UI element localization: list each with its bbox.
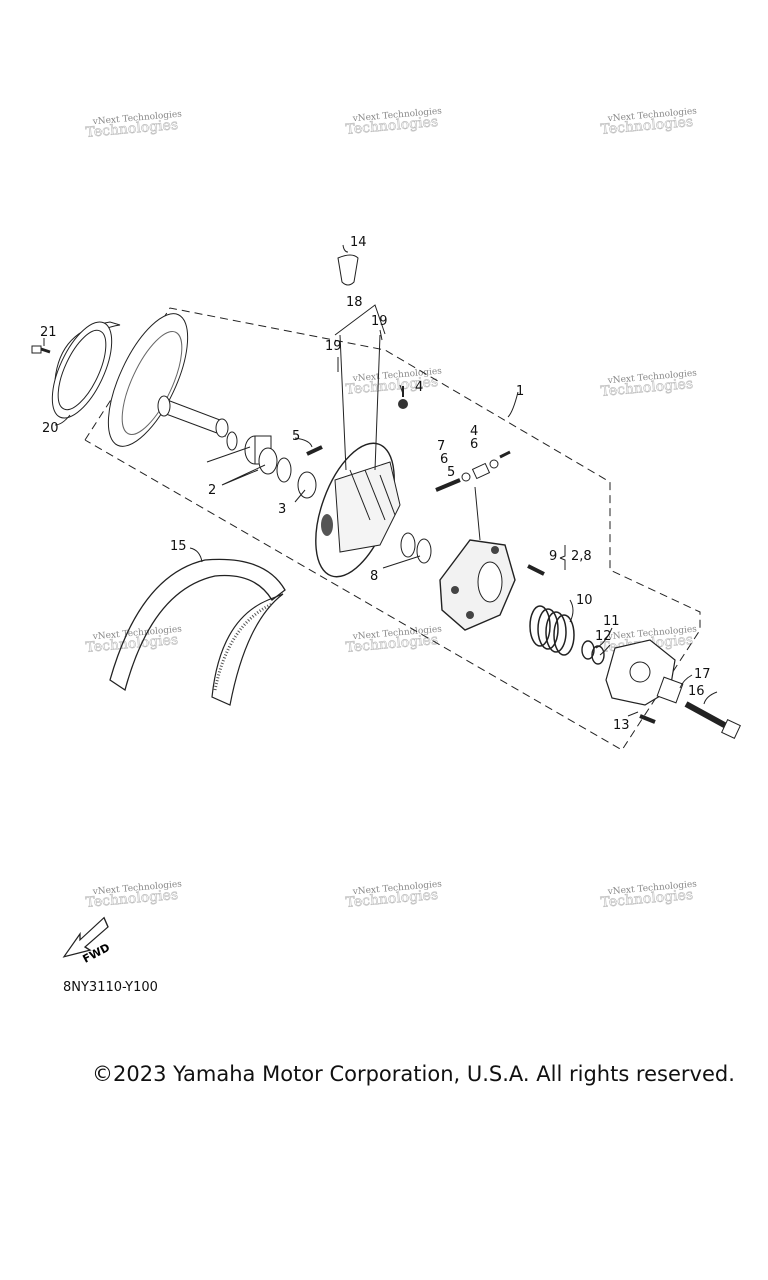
leader-lines <box>43 244 718 717</box>
part-ring-8 <box>400 532 432 564</box>
part-bolt-9 <box>527 564 545 576</box>
copyright-notice: ©2023 Yamaha Motor Corporation, U.S.A. A… <box>92 1062 735 1086</box>
part-bolt-16 <box>684 701 741 739</box>
callout-21: 21 <box>40 325 57 340</box>
callout-2-8: 2,8 <box>571 549 592 564</box>
callout-13: 13 <box>613 718 630 733</box>
part-plate-20 <box>51 321 121 419</box>
part-bolt-21 <box>31 345 51 354</box>
part-seal-3 <box>297 471 317 499</box>
part-moveable-sheave <box>315 442 401 578</box>
callout-14: 14 <box>350 235 367 250</box>
fwd-arrow-icon: FWD <box>62 916 112 966</box>
callout-1: 1 <box>516 384 524 399</box>
callouts: 1 2 8 3 4 4 5 5 6 6 7 8 9 2,8 10 11 12 1… <box>40 235 711 733</box>
callout-19-right: 19 <box>371 314 388 329</box>
part-fixed-sheave <box>107 313 238 451</box>
callout-20: 20 <box>42 421 59 436</box>
part-bushing-2 <box>244 435 292 483</box>
assembly-boundary <box>84 307 701 751</box>
callout-16: 16 <box>688 684 705 699</box>
part-weight-14 <box>337 254 359 286</box>
callout-15: 15 <box>170 539 187 554</box>
part-drive-belt-15 <box>109 558 286 706</box>
part-end-plate <box>605 639 676 706</box>
part-spring-10 <box>529 605 575 656</box>
callout-11: 11 <box>603 614 620 629</box>
callout-17: 17 <box>694 667 711 682</box>
callout-5-right: 5 <box>447 465 455 480</box>
part-spider-cover <box>439 539 516 631</box>
callout-6-left: 6 <box>440 452 448 467</box>
callout-9: 9 <box>549 549 557 564</box>
callout-5-left: 5 <box>292 429 300 444</box>
callout-18: 18 <box>346 295 363 310</box>
part-bolt-4-top <box>398 386 408 409</box>
diagram-code: 8NY3110-Y100 <box>63 980 158 995</box>
callout-12: 12 <box>595 629 612 644</box>
part-rings-11-12 <box>581 640 605 665</box>
callout-10: 10 <box>576 593 593 608</box>
part-bolt-13 <box>639 714 656 724</box>
callout-2: 2 <box>208 483 216 498</box>
callout-4-top: 4 <box>415 380 423 395</box>
callout-6-right: 6 <box>470 437 478 452</box>
callout-3-num: 3 <box>278 502 286 517</box>
callout-8: 8 <box>370 569 378 584</box>
callout-7: 7 <box>437 439 445 454</box>
part-spacer-17 <box>656 676 684 704</box>
callout-19-left: 19 <box>325 339 342 354</box>
part-pins-5-6-7 <box>306 445 511 492</box>
callout-4-pin: 4 <box>470 424 478 439</box>
